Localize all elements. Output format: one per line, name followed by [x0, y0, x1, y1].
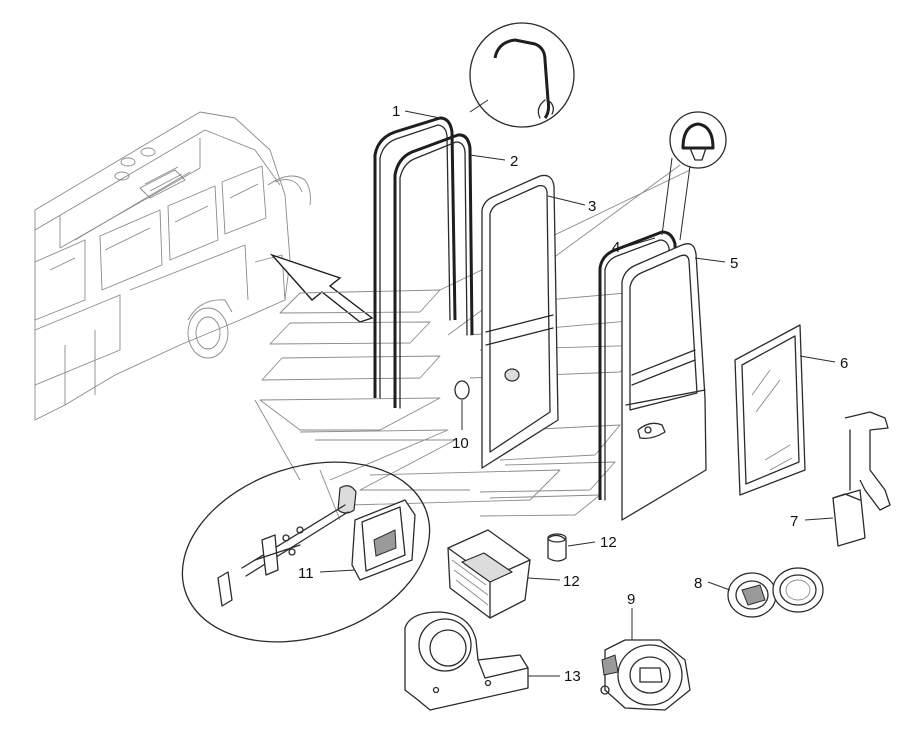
- callout-10: 10: [452, 435, 469, 452]
- front-door-panel: [481, 174, 559, 469]
- switch-cap: [547, 533, 567, 562]
- seal-profile-detail: [469, 22, 575, 128]
- callout-5: 5: [730, 255, 738, 272]
- rear-door-panel: [621, 243, 707, 521]
- callout-9: 9: [627, 591, 635, 608]
- callout-12a: 12: [600, 534, 617, 551]
- mounting-bracket: [404, 611, 529, 711]
- door-seal-4: [598, 230, 680, 501]
- callouts: 1 2 3 4 5 6 7 8 9 10 11 12 12 13: [298, 103, 848, 685]
- callout-11: 11: [298, 565, 314, 582]
- washer-tank: [832, 411, 891, 547]
- callout-1: 1: [392, 103, 400, 120]
- callout-3: 3: [588, 198, 596, 215]
- door-seal-2: [393, 133, 474, 409]
- filler-cap: [727, 567, 824, 618]
- seal-profile-detail-2: [661, 111, 727, 241]
- control-unit: [447, 529, 531, 619]
- plug: [454, 380, 470, 400]
- callout-13: 13: [564, 668, 581, 685]
- callout-8: 8: [694, 575, 702, 592]
- lamp-assembly: [600, 639, 691, 711]
- callout-7: 7: [790, 513, 798, 530]
- window-glass: [734, 324, 806, 496]
- bus-outline: [34, 111, 311, 421]
- location-arrow: [269, 253, 374, 323]
- lock-assembly: [181, 461, 431, 643]
- callout-4: 4: [612, 239, 620, 256]
- callout-2: 2: [510, 153, 518, 170]
- callout-6: 6: [840, 355, 848, 372]
- callout-12b: 12: [563, 573, 580, 590]
- door-seal-1: [373, 116, 457, 399]
- leader-lines: [319, 110, 836, 677]
